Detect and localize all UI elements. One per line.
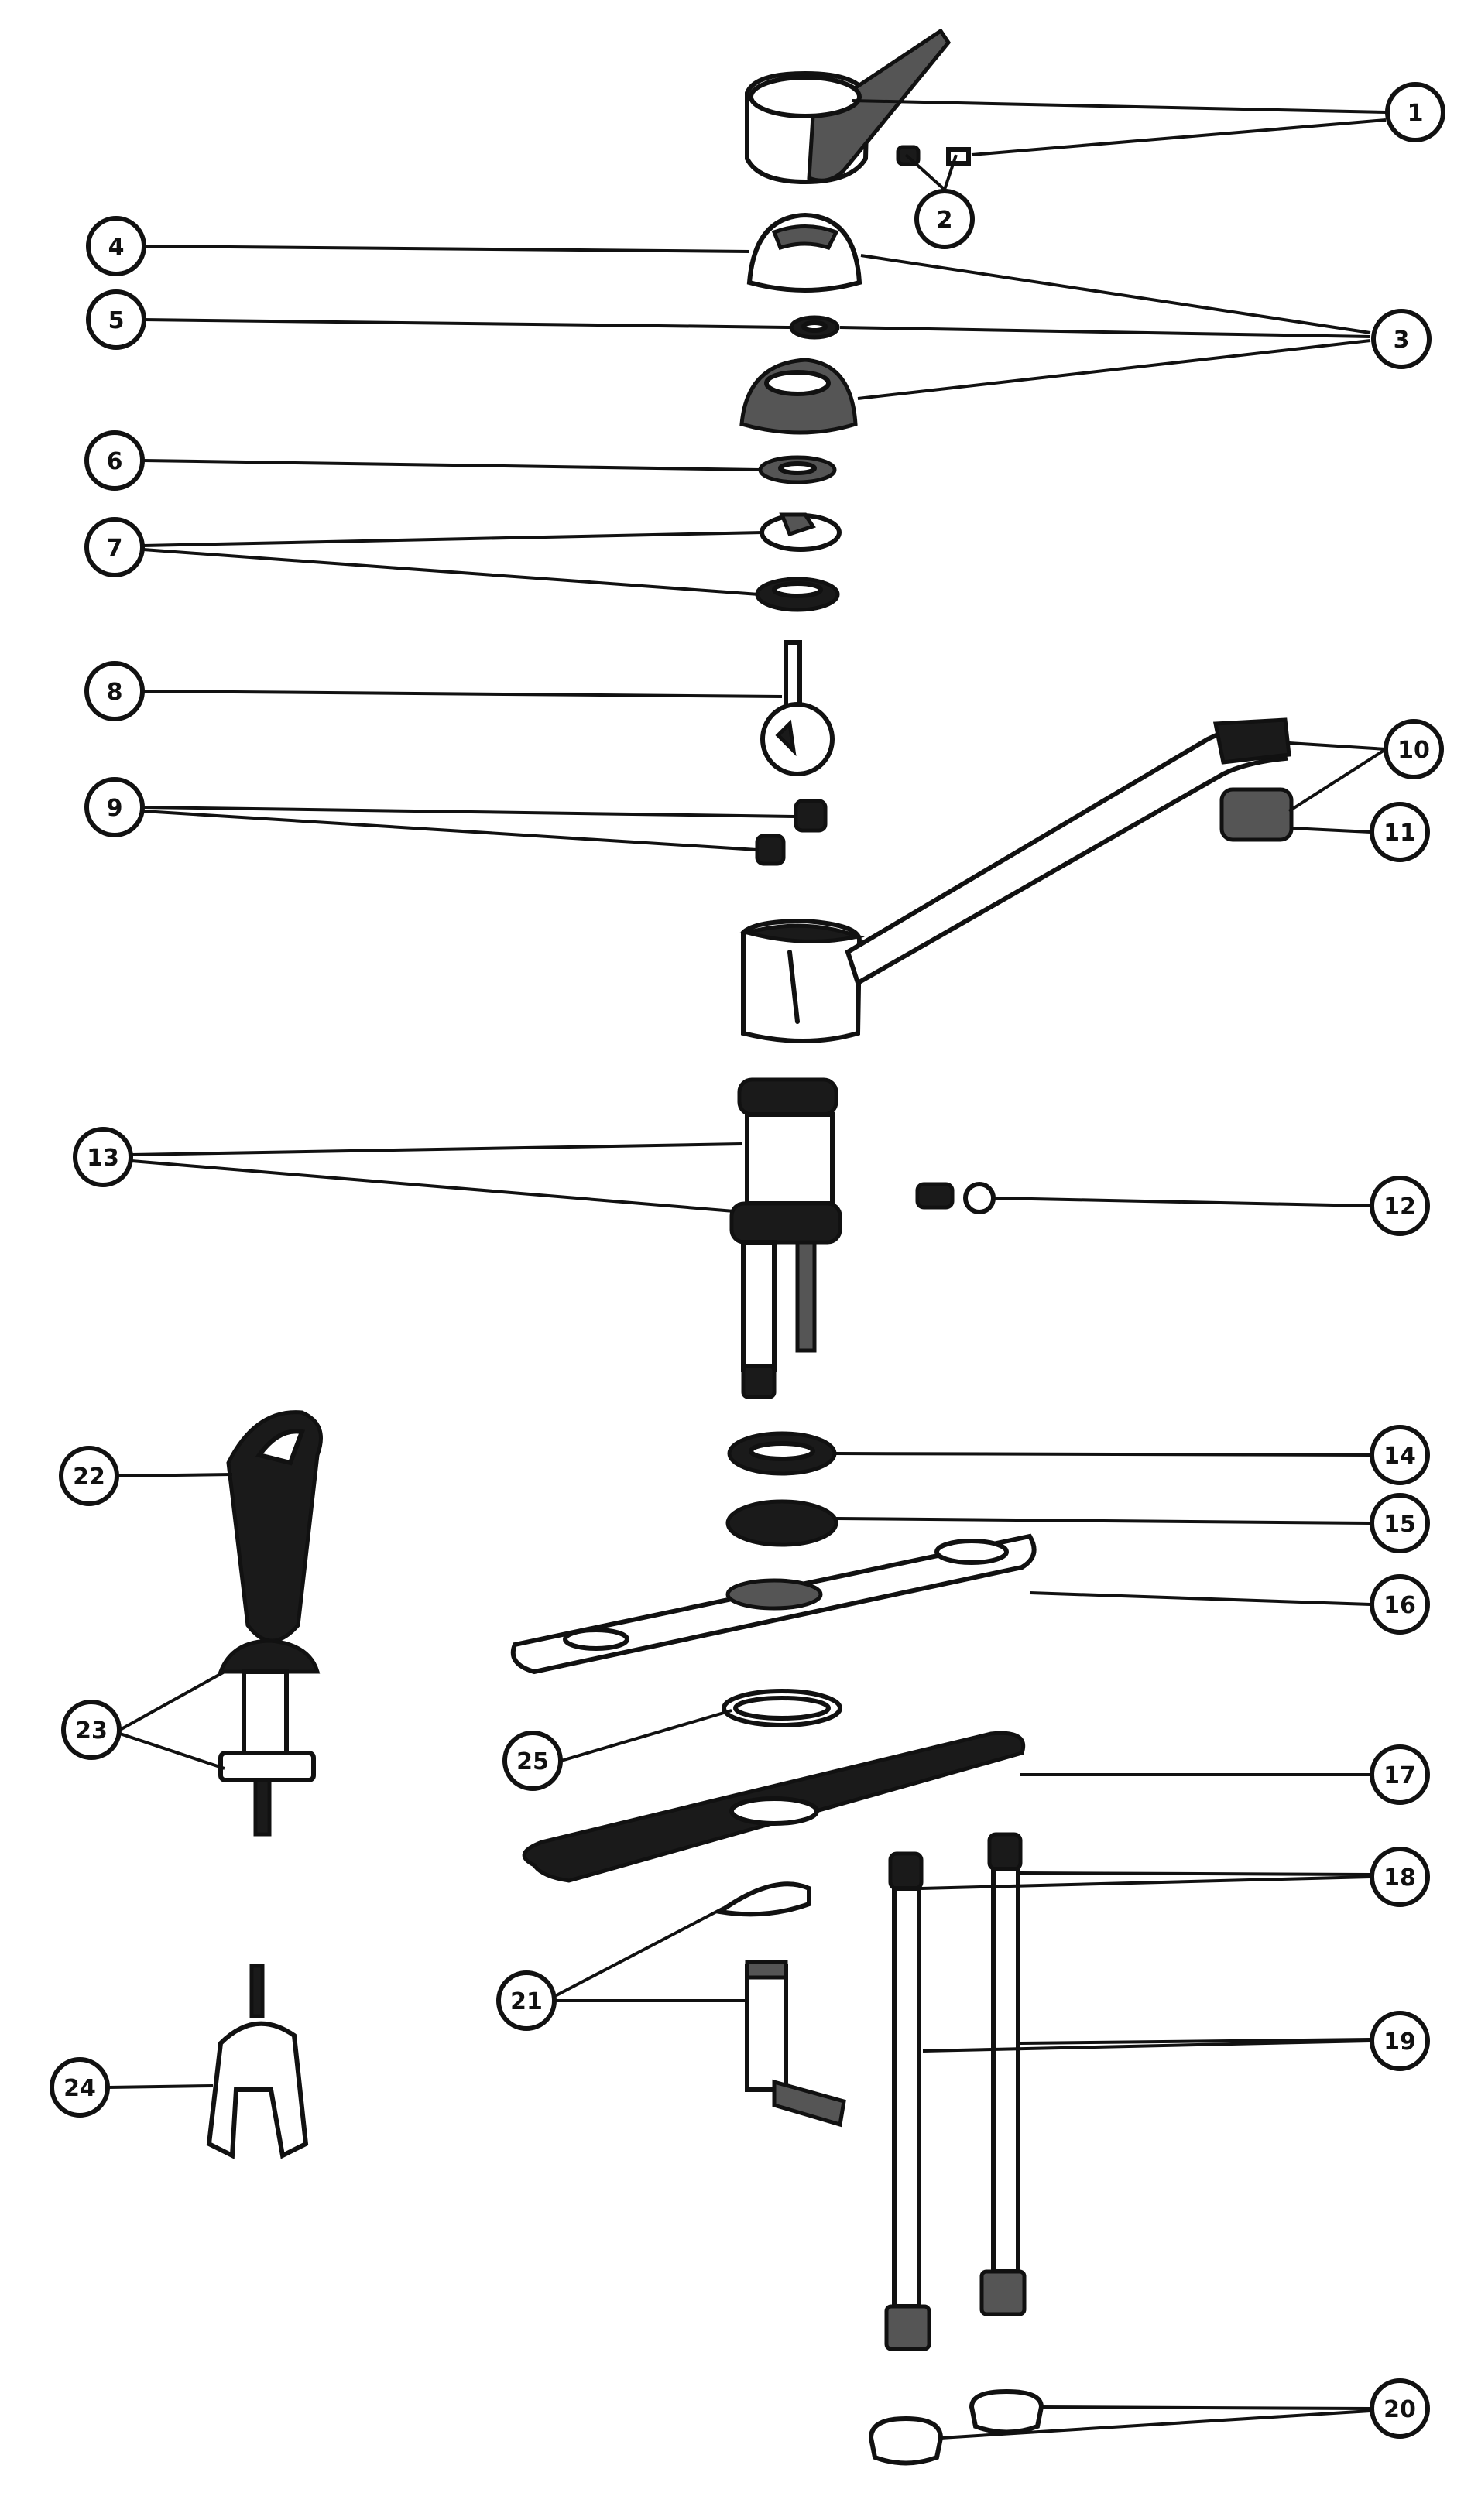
callout-4-label: 4 xyxy=(108,234,125,261)
callout-5: 5 xyxy=(86,289,146,350)
callout-5-label: 5 xyxy=(108,307,125,334)
callout-9-label: 9 xyxy=(107,795,123,822)
part-aerator xyxy=(1219,787,1294,842)
callout-23: 23 xyxy=(61,1700,122,1760)
part-plug xyxy=(915,1182,996,1214)
callout-1: 1 xyxy=(1385,82,1445,142)
part-base-gasket xyxy=(522,1731,1025,1883)
callout-8-label: 8 xyxy=(107,679,123,706)
callout-24: 24 xyxy=(50,2057,110,2118)
callout-14-label: 14 xyxy=(1384,1443,1416,1470)
callout-22-label: 22 xyxy=(73,1464,105,1491)
callout-3-label: 3 xyxy=(1394,327,1410,354)
callout-11-label: 11 xyxy=(1384,820,1416,847)
part-spray-head xyxy=(226,1410,323,1643)
callout-16: 16 xyxy=(1370,1574,1430,1635)
callout-7-label: 7 xyxy=(107,535,123,562)
part-gasket-15 xyxy=(725,1499,838,1547)
part-ring xyxy=(789,315,840,340)
callout-15: 15 xyxy=(1370,1493,1430,1553)
callout-10-label: 10 xyxy=(1397,737,1430,764)
part-mounting-nut xyxy=(714,1881,846,2128)
part-ball xyxy=(760,640,835,776)
callout-14: 14 xyxy=(1370,1425,1430,1485)
leader-lines xyxy=(108,99,1387,2440)
callout-3: 3 xyxy=(1371,309,1432,369)
callout-4: 4 xyxy=(86,216,146,276)
callout-25: 25 xyxy=(502,1731,563,1791)
callout-19: 19 xyxy=(1370,2011,1430,2071)
callout-8: 8 xyxy=(84,661,145,721)
part-handle xyxy=(745,28,952,184)
callout-11: 11 xyxy=(1370,802,1430,862)
callout-15-label: 15 xyxy=(1384,1511,1416,1538)
callout-21-label: 21 xyxy=(510,1988,543,2015)
part-seats xyxy=(755,799,828,866)
callout-23-label: 23 xyxy=(75,1717,108,1744)
part-coupling-nuts xyxy=(868,2388,1044,2466)
callout-21: 21 xyxy=(496,1970,557,2031)
part-supply-tubes xyxy=(884,1832,1027,2351)
callout-12-label: 12 xyxy=(1384,1193,1416,1221)
callout-13-label: 13 xyxy=(87,1145,119,1172)
callout-25-label: 25 xyxy=(516,1748,549,1775)
callout-16-label: 16 xyxy=(1384,1592,1416,1619)
part-cam-seal xyxy=(755,512,842,612)
callout-12: 12 xyxy=(1370,1176,1430,1236)
callout-13: 13 xyxy=(73,1127,133,1187)
callout-6: 6 xyxy=(84,430,145,491)
callout-18-label: 18 xyxy=(1384,1864,1416,1892)
callout-6-label: 6 xyxy=(107,448,123,475)
part-hose-guide xyxy=(218,1638,321,1837)
callout-2-label: 2 xyxy=(937,207,953,234)
part-escutcheon xyxy=(510,1533,1037,1675)
part-washer xyxy=(758,455,837,484)
part-ring-25 xyxy=(722,1689,842,1727)
part-body xyxy=(729,1077,842,1399)
callout-19-label: 19 xyxy=(1384,2029,1416,2056)
part-cap xyxy=(746,212,862,293)
part-dome xyxy=(739,358,858,435)
part-spout xyxy=(739,717,1291,1043)
callout-20: 20 xyxy=(1370,2378,1430,2439)
callout-1-label: 1 xyxy=(1408,100,1424,127)
callout-17: 17 xyxy=(1370,1744,1430,1805)
callout-24-label: 24 xyxy=(63,2075,96,2102)
callout-7: 7 xyxy=(84,517,145,577)
part-spray-holder xyxy=(206,1964,309,2159)
callout-10: 10 xyxy=(1384,719,1444,779)
part-o-ring-14 xyxy=(727,1431,837,1476)
callout-9: 9 xyxy=(84,777,145,837)
callout-2: 2 xyxy=(914,189,975,249)
callout-20-label: 20 xyxy=(1384,2396,1416,2423)
callout-18: 18 xyxy=(1370,1847,1430,1907)
callout-22: 22 xyxy=(59,1446,119,1506)
callout-17-label: 17 xyxy=(1384,1762,1416,1789)
